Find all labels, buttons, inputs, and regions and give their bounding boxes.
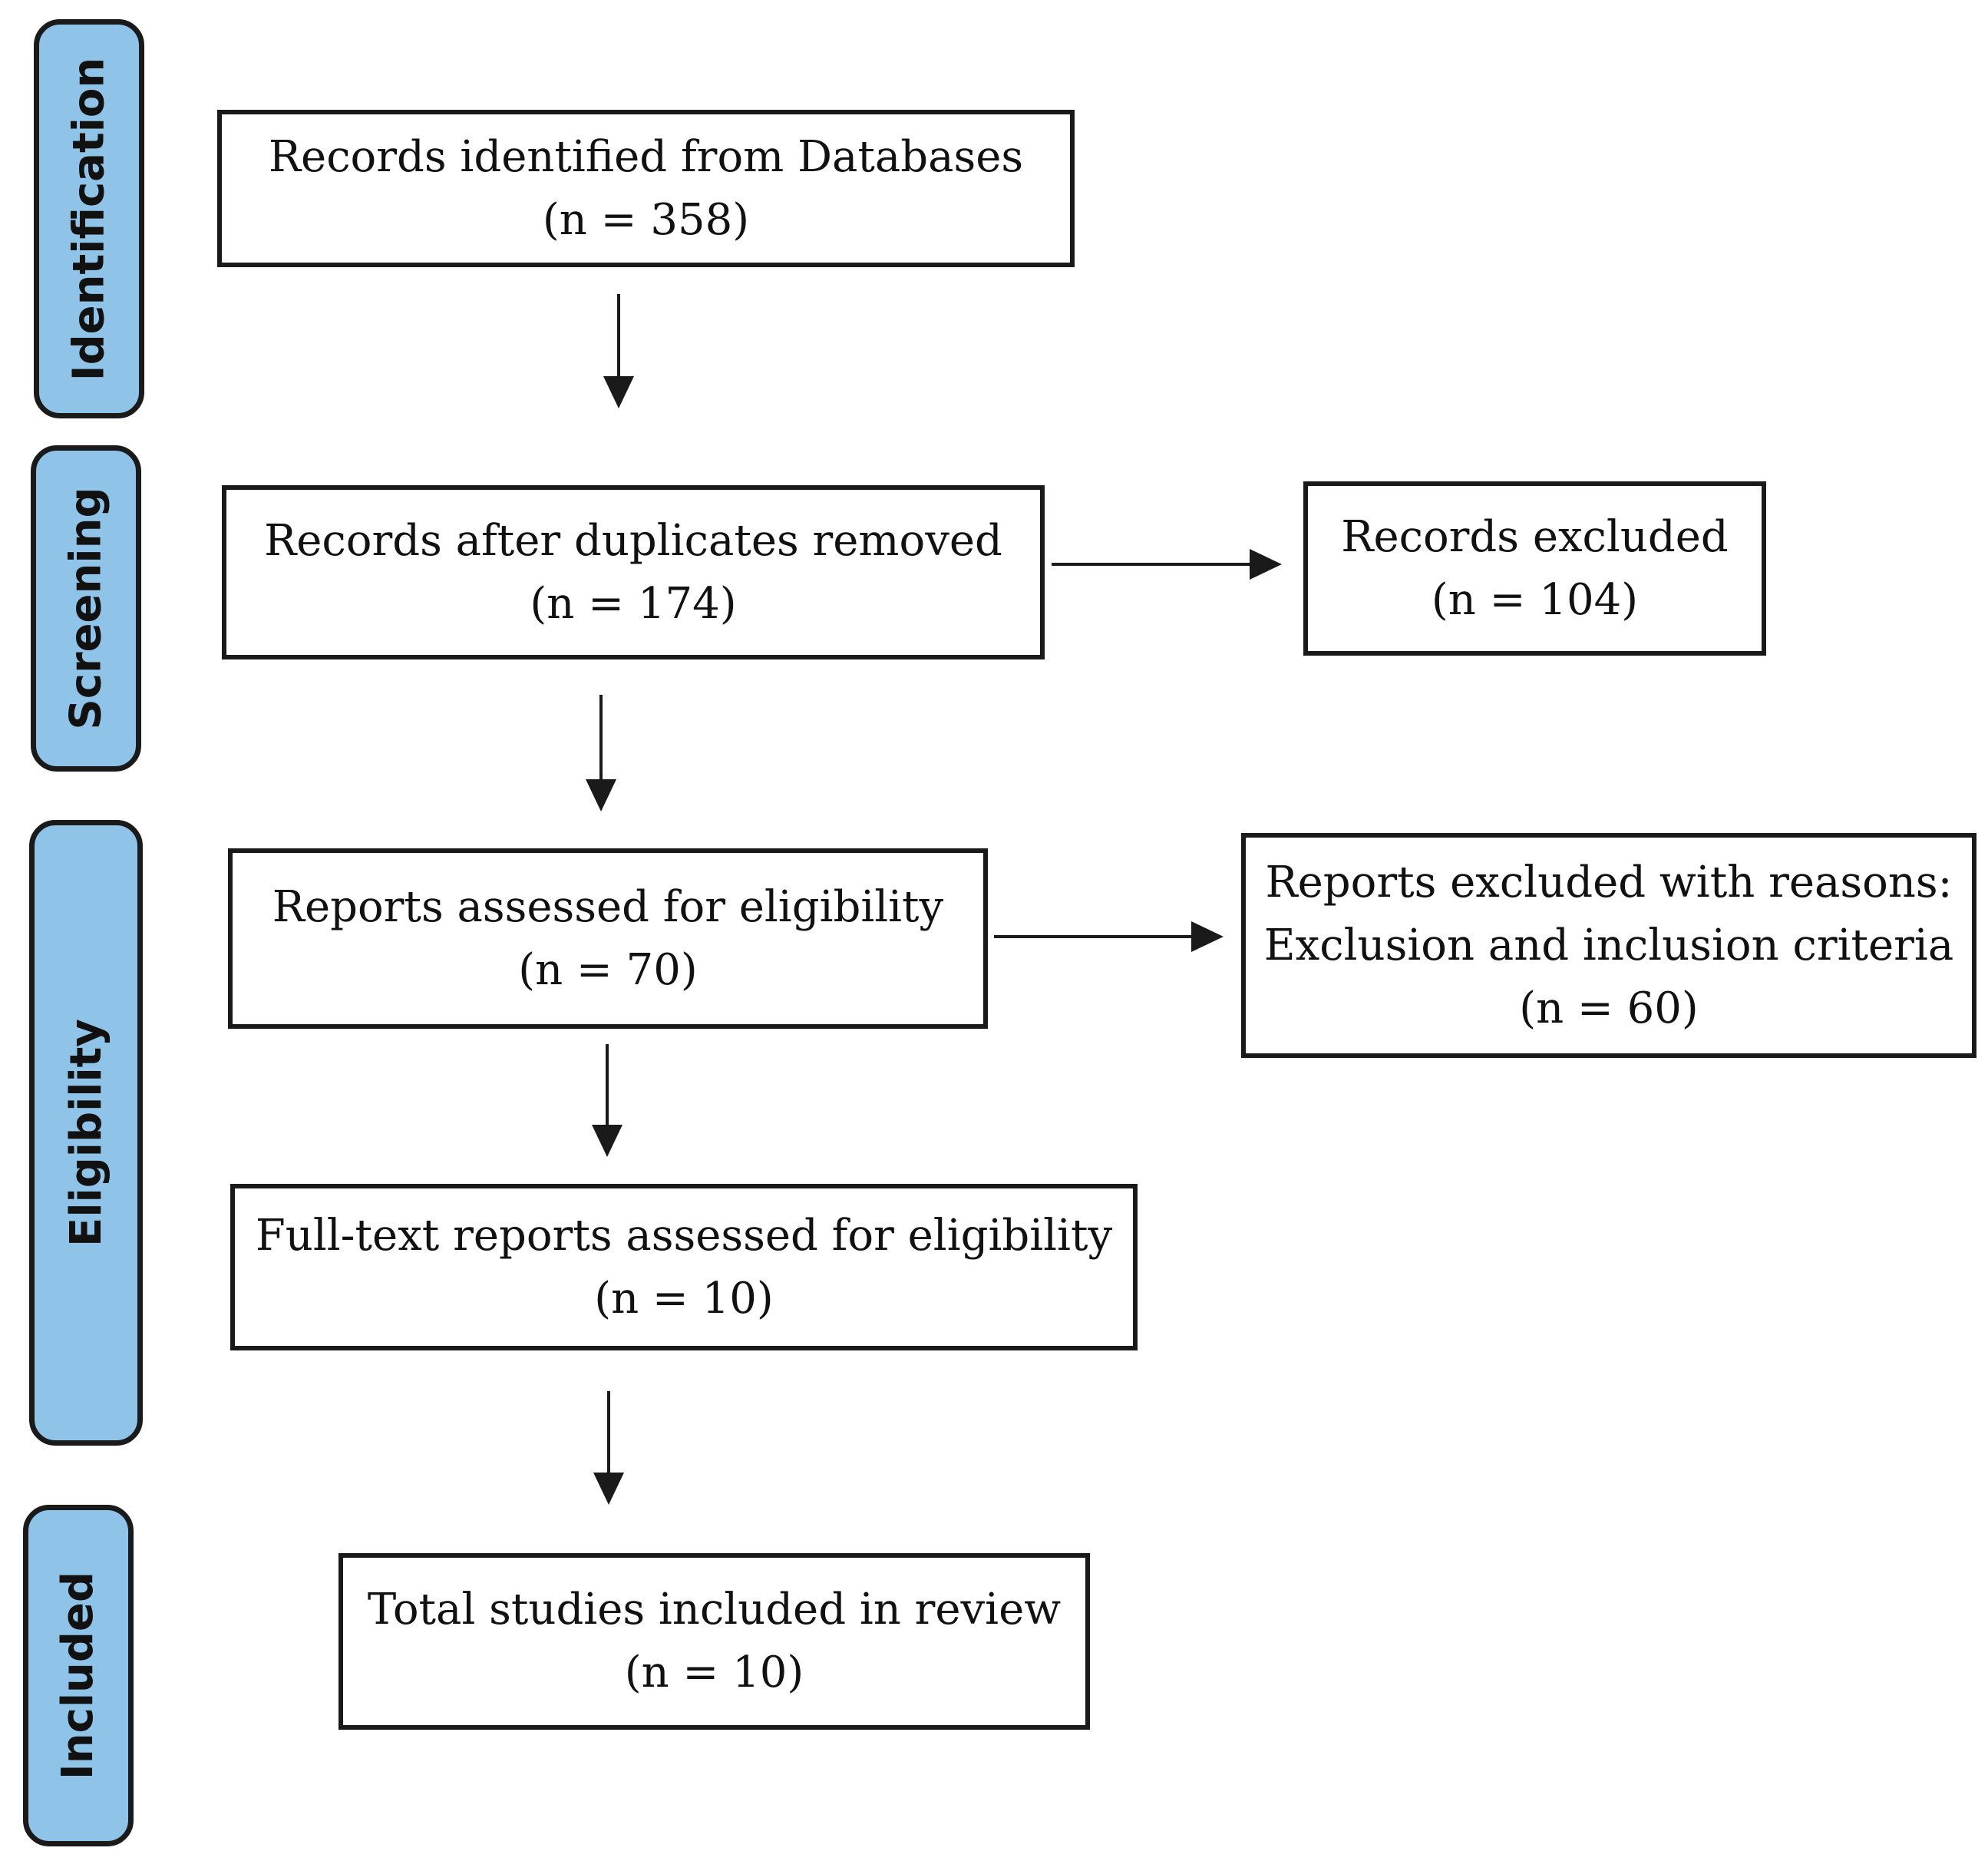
box-records-identified-count: (n = 358) [542,194,750,245]
stage-identification: Identification [34,19,144,418]
box-reports-excluded-reasons: Reports excluded with reasons: Exclusion… [1241,833,1976,1058]
box-records-excluded-title: Records excluded [1341,511,1729,562]
arrow-deduplicated-to-excluded [1052,549,1282,580]
box-records-deduplicated: Records after duplicates removed (n = 17… [222,485,1045,659]
box-studies-included-title: Total studies included in review [367,1585,1062,1635]
box-reports-assessed: Reports assessed for eligibility (n = 70… [228,848,988,1029]
box-fulltext-reports: Full-text reports assessed for eligibili… [230,1184,1138,1350]
arrow-assessed-to-fulltext [592,1044,622,1157]
arrow-fulltext-to-included [593,1391,624,1505]
box-studies-included: Total studies included in review (n = 10… [338,1553,1090,1730]
box-reports-excluded-reasons-count: (n = 60) [1519,983,1699,1033]
box-records-deduplicated-count: (n = 174) [530,578,737,629]
stage-eligibility: Eligibility [29,820,143,1446]
box-fulltext-reports-count: (n = 10) [594,1273,774,1324]
box-records-excluded: Records excluded (n = 104) [1303,481,1766,656]
box-records-deduplicated-title: Records after duplicates removed [264,515,1002,566]
arrow-deduplicated-to-assessed [586,695,616,812]
box-fulltext-reports-title: Full-text reports assessed for eligibili… [255,1210,1113,1261]
box-reports-assessed-count: (n = 70) [518,944,698,995]
box-studies-included-count: (n = 10) [624,1648,804,1697]
box-reports-assessed-title: Reports assessed for eligibility [272,881,944,932]
box-records-identified-title: Records identified from Databases [268,131,1024,182]
arrow-identified-to-deduplicated [603,294,634,408]
box-records-excluded-count: (n = 104) [1431,574,1639,625]
box-reports-excluded-reasons-title: Reports excluded with reasons: [1265,857,1953,907]
box-reports-excluded-reasons-criteria: Exclusion and inclusion criteria [1263,920,1954,970]
stage-included: Included [23,1505,134,1846]
box-records-identified: Records identified from Databases (n = 3… [217,110,1075,267]
arrow-assessed-to-excluded-reasons [994,921,1224,952]
stage-screening: Screening [31,445,141,772]
